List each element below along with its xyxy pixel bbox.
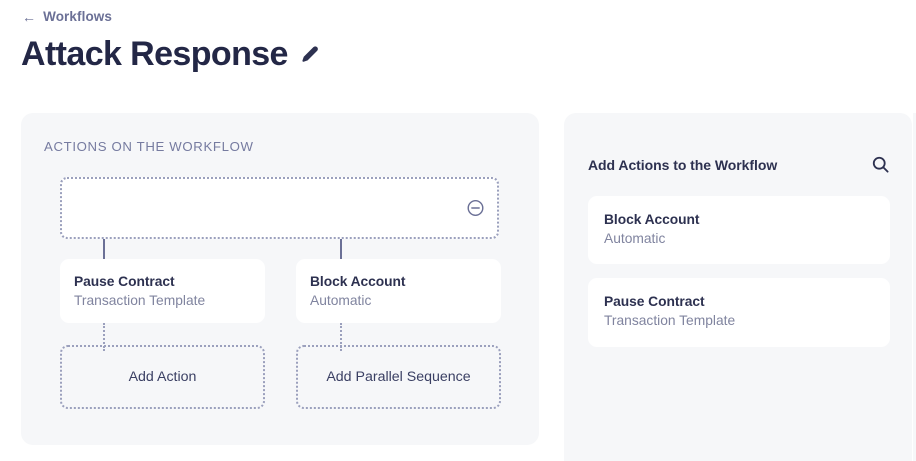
search-icon[interactable] — [871, 155, 890, 174]
library-title: Add Actions to the Workflow — [588, 156, 778, 173]
arrow-left-icon: ← — [22, 8, 37, 25]
pencil-icon[interactable] — [301, 45, 320, 69]
library-item-subtitle: Transaction Template — [604, 312, 736, 328]
node-subtitle: Transaction Template — [74, 292, 206, 308]
library-action-list: Block Account Automatic Pause Contract T… — [588, 196, 890, 361]
title-row: Attack Response — [21, 35, 320, 73]
library-item-title: Pause Contract — [604, 294, 705, 310]
connector-node-1-to-add-action — [103, 323, 105, 351]
library-item-title: Block Account — [604, 212, 700, 227]
panel-edge-strip — [913, 113, 916, 461]
library-action-item[interactable]: Block Account Automatic — [588, 196, 890, 265]
page-title: Attack Response — [21, 35, 288, 73]
workflow-node-card[interactable]: Pause Contract Transaction Template — [60, 259, 265, 323]
connector-root-to-node-1 — [103, 239, 105, 272]
node-title: Pause Contract — [74, 274, 175, 289]
canvas-section-label: ACTIONS ON THE WORKFLOW — [44, 139, 254, 154]
breadcrumb-label: Workflows — [43, 9, 113, 24]
node-subtitle: Automatic — [310, 292, 372, 308]
add-action-button[interactable]: Add Action — [60, 345, 265, 409]
connector-node-2-to-add-parallel — [340, 323, 342, 351]
library-action-item[interactable]: Pause Contract Transaction Template — [588, 278, 890, 347]
action-library-panel: Add Actions to the Workflow Block Accoun… — [564, 113, 912, 461]
workflow-node-card[interactable]: Block Account Automatic — [296, 259, 501, 323]
connector-root-to-node-2 — [340, 239, 342, 272]
node-title: Block Account — [310, 274, 406, 289]
workflow-root-node[interactable] — [60, 177, 499, 239]
minus-circle-icon[interactable] — [466, 199, 485, 218]
library-header: Add Actions to the Workflow — [588, 155, 890, 174]
library-item-subtitle: Automatic — [604, 230, 666, 246]
breadcrumb-workflows[interactable]: ← Workflows — [22, 9, 112, 24]
add-parallel-sequence-button[interactable]: Add Parallel Sequence — [296, 345, 501, 409]
workflow-canvas-panel: ACTIONS ON THE WORKFLOW Pause Contract T… — [21, 113, 539, 445]
